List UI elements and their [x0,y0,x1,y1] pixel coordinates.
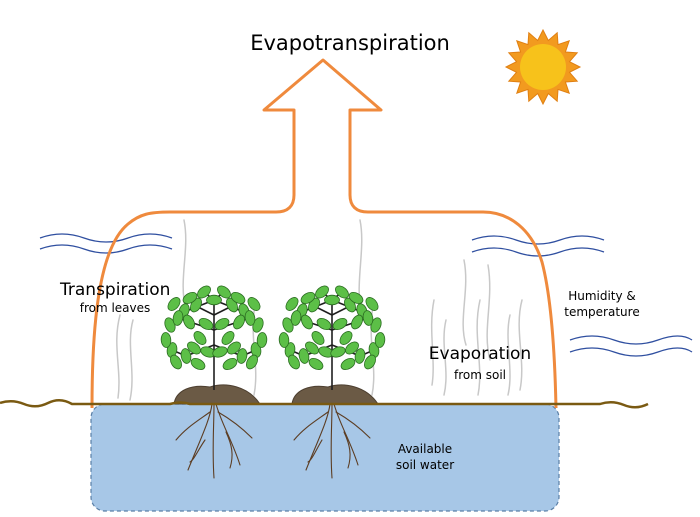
ground-line [0,399,649,409]
soil-mound [291,384,379,405]
humidity-label: Humidity & [568,289,636,303]
soil-mound [173,384,261,405]
diagram-title: Evapotranspiration [250,31,450,55]
soil-water-sublabel: soil water [395,458,455,472]
soil-water-region [90,403,560,512]
evaporation-label: Evaporation [428,344,532,364]
roots-icon [175,403,371,479]
transpiration-sublabel: from leaves [79,301,151,315]
temperature-label: temperature [564,305,640,319]
transpiration-label: Transpiration [60,280,171,300]
wind-lines-icon [39,233,693,357]
evaporation-sublabel: from soil [453,368,506,382]
soil-water-label: Available [397,442,453,456]
evapotranspiration-arrow [90,58,558,409]
plant-icon [160,285,268,390]
sun-icon [504,28,582,106]
plant-icon [278,285,386,390]
